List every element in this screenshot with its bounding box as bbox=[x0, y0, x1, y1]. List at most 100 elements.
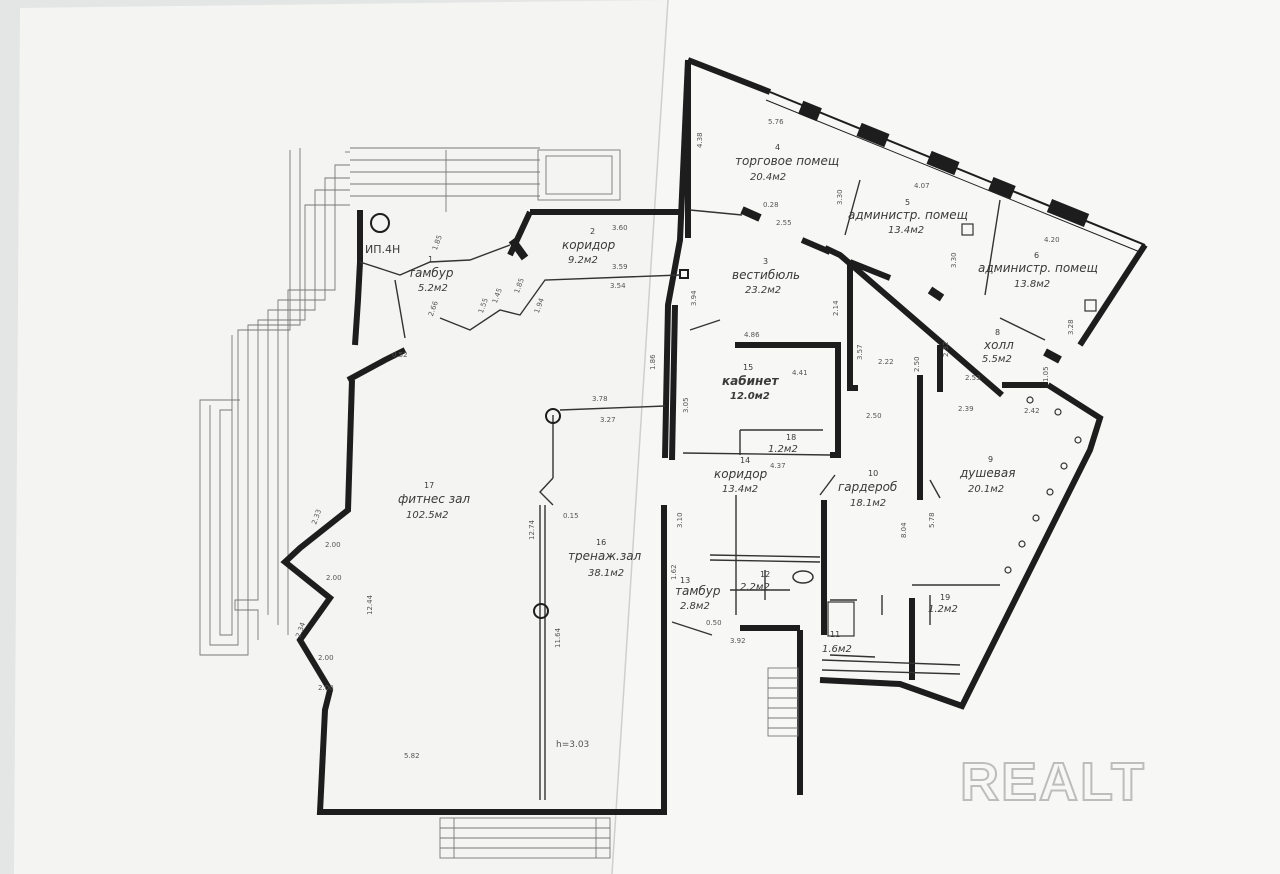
room-number: 13 bbox=[680, 576, 690, 585]
dimension-label: 3.54 bbox=[610, 282, 626, 290]
room-number: 18 bbox=[786, 433, 796, 442]
room-name: душевая bbox=[959, 466, 1015, 480]
dimension-label: 12.74 bbox=[528, 519, 536, 540]
terrace-steps bbox=[199, 147, 621, 656]
interior-walls bbox=[508, 206, 1062, 680]
room-area: 2.2м2 bbox=[740, 582, 770, 593]
dimension-label: 0.15 bbox=[563, 512, 579, 520]
room-1: 1 тамбур 5.2м2 bbox=[408, 255, 454, 294]
room-4: 4 торговое помещ 20.4м2 bbox=[735, 143, 839, 183]
room-name: коридор bbox=[714, 467, 768, 481]
room-15: 15 кабинет 12.0м2 bbox=[722, 363, 779, 402]
sink-icon bbox=[1084, 299, 1097, 312]
dimension-label: 3.28 bbox=[1067, 319, 1075, 335]
room-area: 23.2м2 bbox=[745, 285, 781, 296]
dimension-label: 12.44 bbox=[366, 594, 374, 615]
dimension-label: 2.00 bbox=[318, 654, 334, 662]
column-icon bbox=[545, 408, 561, 424]
room-area: 2.8м2 bbox=[680, 601, 710, 612]
watermark-logo: REALT bbox=[960, 752, 1146, 812]
room-area: 1.6м2 bbox=[822, 644, 852, 655]
dimension-label: 0.28 bbox=[763, 201, 779, 209]
dimension-label: 3.30 bbox=[836, 189, 844, 205]
room-name: гардероб bbox=[838, 480, 898, 494]
room-14: 14 коридор 13.4м2 bbox=[714, 456, 768, 495]
dimension-label: 2.42 bbox=[1024, 407, 1040, 415]
partitions bbox=[359, 179, 1046, 800]
room-area: 13.4м2 bbox=[722, 484, 758, 495]
dimension-label: 3.30 bbox=[950, 252, 958, 268]
room-number: 11 bbox=[830, 630, 840, 639]
dimension-label: 2.14 bbox=[832, 300, 840, 316]
room-number: 9 bbox=[988, 455, 993, 464]
room-number: 6 bbox=[1034, 251, 1039, 260]
dimension-label: 4.37 bbox=[770, 462, 786, 470]
room-name: тамбур bbox=[675, 584, 721, 598]
room-number: 2 bbox=[590, 227, 595, 236]
dimension-label: 3.78 bbox=[592, 395, 608, 403]
room-name: вестибюль bbox=[732, 268, 800, 282]
room-name: торговое помещ bbox=[735, 154, 839, 168]
dimension-label: 2.50 bbox=[866, 412, 882, 420]
room-number: 12 bbox=[760, 570, 770, 579]
room-area: 1.2м2 bbox=[768, 444, 798, 455]
room-3: 3 вестибюль 23.2м2 bbox=[732, 257, 800, 296]
sink-icon bbox=[792, 570, 814, 584]
dimension-label: 5.78 bbox=[928, 512, 936, 528]
room-area: 20.4м2 bbox=[750, 172, 786, 183]
dimension-label: 2.22 bbox=[878, 358, 894, 366]
room-16: 16 тренаж.зал 38.1м2 bbox=[568, 538, 642, 579]
room-number: 5 bbox=[905, 198, 910, 207]
room-number: 14 bbox=[740, 456, 750, 465]
room-area: 5.5м2 bbox=[982, 354, 1012, 365]
room-area: 20.1м2 bbox=[968, 484, 1004, 495]
dimension-label: 5.82 bbox=[404, 752, 420, 760]
dimension-label: 2.50 bbox=[913, 356, 921, 372]
dimension-label: 4.86 bbox=[744, 331, 760, 339]
room-area: 9.2м2 bbox=[568, 255, 598, 266]
room-name: тамбур bbox=[408, 266, 454, 280]
room-area: 38.1м2 bbox=[588, 568, 624, 579]
dimension-label: 2.32 bbox=[942, 341, 950, 357]
dimension-label: 3.27 bbox=[600, 416, 616, 424]
room-6: 6 администр. помещ 13.8м2 bbox=[978, 251, 1098, 290]
dimension-label: 3.57 bbox=[856, 344, 864, 360]
room-name: тренаж.зал bbox=[568, 549, 642, 563]
room-19: 19 1.2м2 bbox=[928, 593, 958, 615]
room-12: 12 2.2м2 bbox=[740, 570, 770, 593]
room-area: 18.1м2 bbox=[850, 498, 886, 509]
dimension-label: 5.76 bbox=[768, 118, 784, 126]
paper-sheet-left bbox=[14, 0, 668, 874]
room-9: 9 душевая 20.1м2 bbox=[959, 455, 1015, 495]
dimension-label: 2.39 bbox=[958, 405, 974, 413]
room-number: 19 bbox=[940, 593, 950, 602]
dimension-label: 3.10 bbox=[676, 512, 684, 528]
column-icon bbox=[370, 213, 390, 233]
dimension-label: 3.92 bbox=[730, 637, 746, 645]
room-10: 10 гардероб 18.1м2 bbox=[838, 469, 898, 509]
shower-heads-icon bbox=[1004, 396, 1082, 574]
dimension-label: 2.53 bbox=[965, 374, 981, 382]
room-8: 8 холл 5.5м2 bbox=[982, 328, 1014, 365]
column-icon bbox=[533, 603, 549, 619]
plan-marker: ИП.4Н bbox=[365, 243, 400, 256]
dimension-label: 3.59 bbox=[612, 263, 628, 271]
dimension-label: 2.00 bbox=[326, 574, 342, 582]
dimension-label: 3.94 bbox=[690, 290, 698, 306]
room-number: 17 bbox=[424, 481, 434, 490]
room-13: 13 тамбур 2.8м2 bbox=[675, 576, 721, 612]
room-number: 15 bbox=[743, 363, 753, 372]
room-area: 5.2м2 bbox=[418, 283, 448, 294]
dimension-label: 2.00 bbox=[325, 541, 341, 549]
dimension-label: 3.60 bbox=[612, 224, 628, 232]
room-area: 1.2м2 bbox=[928, 604, 958, 615]
room-number: 3 bbox=[763, 257, 768, 266]
room-17: 17 фитнес зал 102.5м2 bbox=[398, 481, 470, 521]
height-note: h=3.03 bbox=[556, 740, 589, 750]
room-number: 1 bbox=[428, 255, 433, 264]
dimension-label: 4.41 bbox=[792, 369, 808, 377]
fixtures bbox=[370, 213, 1097, 859]
room-area: 13.4м2 bbox=[888, 225, 924, 236]
room-number: 16 bbox=[596, 538, 606, 547]
